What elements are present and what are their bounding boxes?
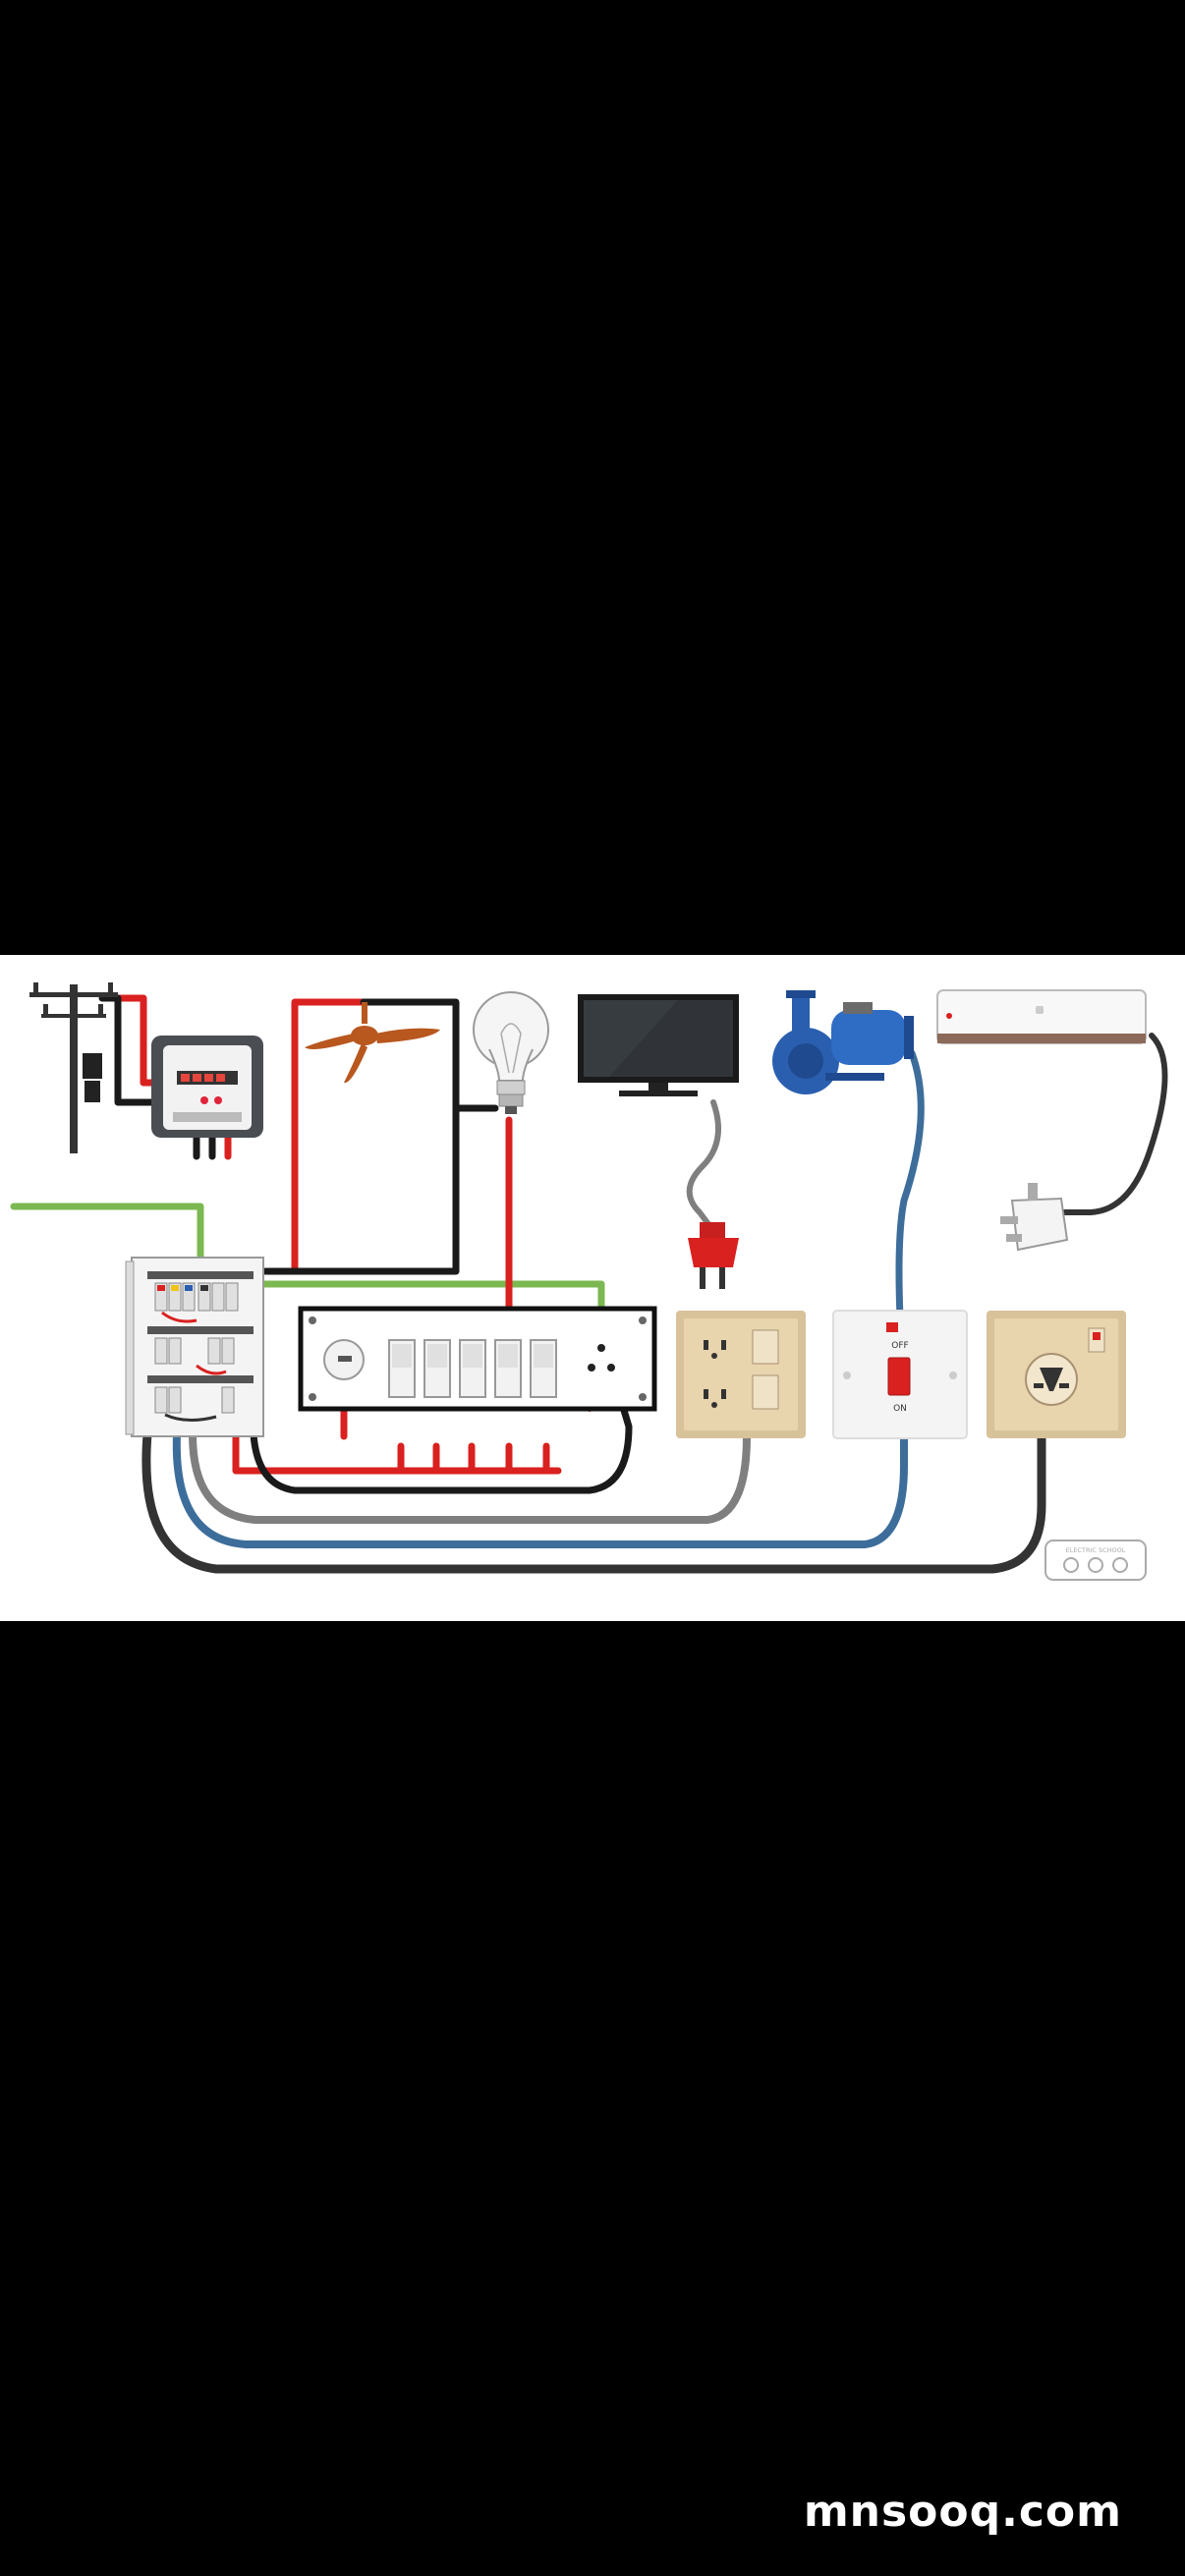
universal-socket (987, 1311, 1126, 1438)
wire-twin-socket-cable (189, 1430, 751, 1524)
wire-fan-loop-neutral (261, 998, 460, 1275)
electric-school-logo: ELECTRIC SCHOOL (1044, 1540, 1147, 1581)
power-socket (676, 1311, 806, 1438)
site-watermark: mnsooq.com (803, 2487, 1122, 2537)
switch-board (298, 1306, 657, 1412)
energy-meter (151, 1036, 263, 1138)
dp-switch-on-label: ON (893, 1404, 907, 1414)
utility-pole (29, 982, 118, 1153)
television (578, 994, 739, 1096)
plug-white (1000, 1183, 1069, 1252)
wiring-diagram: OFF ON ELECTRIC SCHOOL (0, 955, 1185, 1621)
logo-text: ELECTRIC SCHOOL (1066, 1546, 1126, 1554)
dp-switch: OFF ON (832, 1310, 968, 1439)
dp-switch-off-label: OFF (891, 1341, 908, 1351)
distribution-board (125, 1257, 264, 1437)
plug-red (688, 1222, 739, 1289)
air-conditioner (936, 989, 1147, 1044)
wiring-diagram-svg: OFF ON ELECTRIC SCHOOL (10, 982, 1168, 1581)
wire-ac-cable (1056, 1033, 1168, 1215)
wire-tv-plug-cable (686, 1099, 721, 1231)
water-pump (772, 990, 914, 1094)
light-bulb (473, 991, 549, 1114)
wire-switchboard-neutral (250, 1383, 633, 1494)
wire-earth-input (10, 1203, 204, 1263)
ceiling-fan (305, 1002, 440, 1084)
wire-fan-loop-live (291, 998, 367, 1273)
wire-universal-socket-cable (141, 1429, 1046, 1574)
wire-dp-switch-cable (172, 1430, 908, 1548)
